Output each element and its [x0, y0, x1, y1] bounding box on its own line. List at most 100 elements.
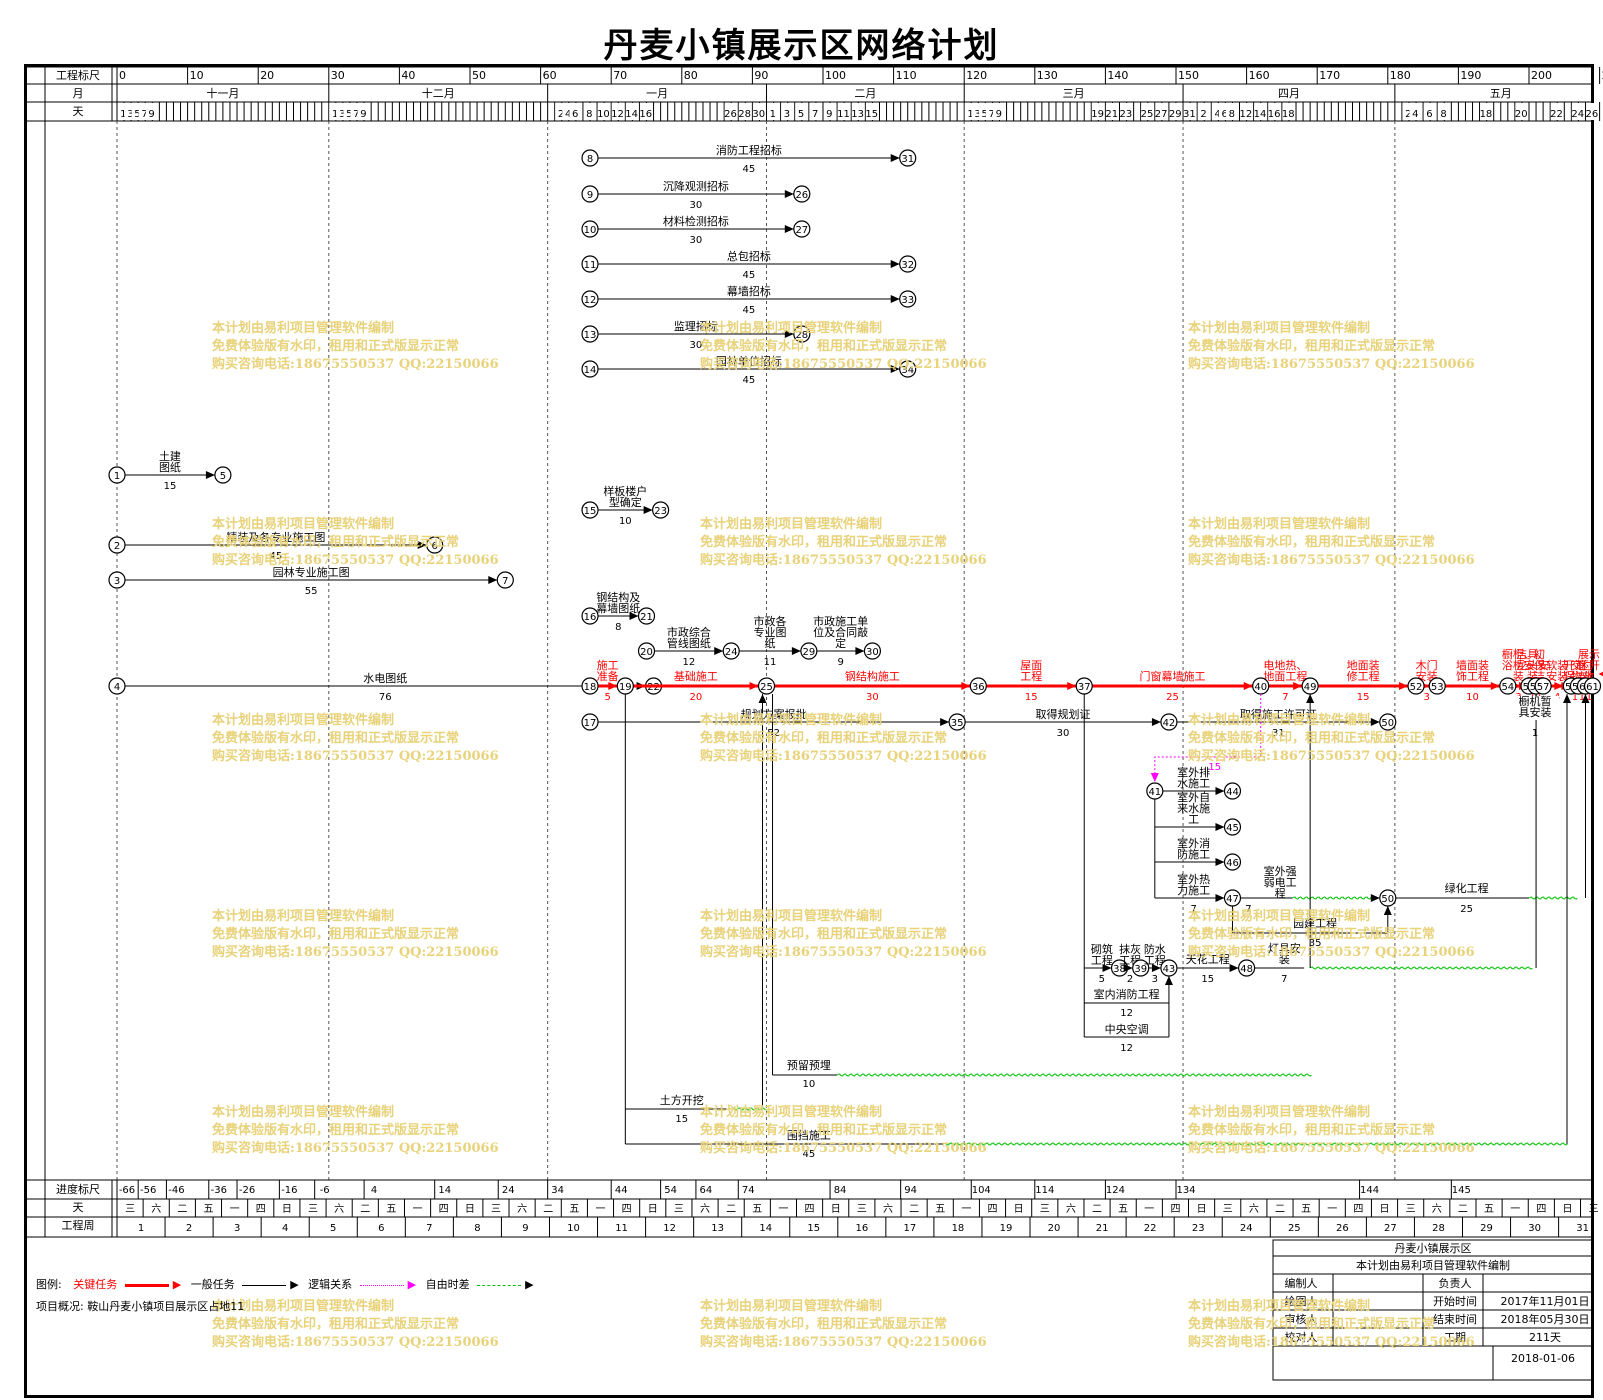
day-label-bg: [1480, 103, 1493, 120]
event-node-15-label: 15: [584, 506, 597, 517]
event-node-26-label: 26: [795, 190, 808, 201]
event-node-33-label: 33: [901, 295, 914, 306]
day-label-32: 7: [989, 109, 995, 120]
day-label-bg: [1571, 103, 1585, 120]
critical-node-57-label: 57: [1537, 682, 1550, 693]
logic-link-40-41: [1154, 694, 1262, 781]
week-label-9: 10: [567, 1223, 580, 1234]
activity-duration-5: 30: [690, 200, 703, 211]
critical-node-53: [1428, 677, 1446, 695]
day-label-bg: [738, 103, 752, 120]
critical-duration-6: 15: [1357, 692, 1370, 703]
week-label-24: 25: [1288, 1223, 1301, 1234]
progress-tick-label-7: 4: [371, 1185, 377, 1196]
weekday-label-34: 日: [1014, 1204, 1024, 1215]
event-node-45: [1223, 818, 1242, 836]
activity-label-tufang: 土方开挖: [660, 1093, 704, 1107]
activity-duration-weidang: 45: [803, 1149, 816, 1160]
logic-arrowhead-40-41: [1150, 773, 1159, 782]
critical-label-4: 门窗幕墙施工: [1139, 669, 1205, 683]
day-label-bg: [1120, 103, 1133, 120]
activity-label-14: 市政各专业图纸: [754, 614, 787, 650]
day-label-4: 9: [148, 109, 154, 120]
critical-node-61: [1583, 677, 1602, 695]
scale-tick-label-15: 150: [1178, 69, 1199, 82]
progress-tick-label-16: 94: [904, 1185, 917, 1196]
progress-tick-label-12: 54: [664, 1185, 677, 1196]
legend-critical-line: [124, 1283, 169, 1287]
float-wave-tufang: [730, 1107, 768, 1111]
critical-duration-0: 5: [604, 692, 610, 703]
legend-logic-label: 逻辑关系: [308, 1278, 353, 1291]
event-node-27: [793, 220, 811, 238]
day-label-1: 3: [127, 109, 133, 120]
activity-duration-yuanjian: 35: [1309, 938, 1322, 949]
week-label-20: 21: [1096, 1223, 1109, 1234]
critical-node-25: [757, 677, 776, 695]
activity-duration-chuguiji: 1: [1532, 728, 1538, 739]
week-label-5: 6: [378, 1223, 384, 1234]
activity-duration-11: 10: [619, 516, 632, 527]
critical-label-3: 屋面工程: [1020, 659, 1042, 683]
progress-tick-label-0: -66: [119, 1185, 135, 1196]
scale-tick-label-19: 190: [1460, 69, 1481, 82]
branch-label-47: 室外热力施工: [1177, 872, 1210, 897]
event-node-50-lower-label: 50: [1381, 894, 1394, 905]
critical-duration-8: 10: [1466, 692, 1479, 703]
weekday-label-19: 四: [622, 1204, 632, 1215]
event-node-43-label: 43: [1163, 964, 1176, 975]
day-label-bg: [1169, 103, 1183, 120]
activity-duration-7: 45: [743, 270, 756, 281]
critical-label-10: 洁具、龙头安装: [1516, 648, 1549, 683]
scale-tick-label-16: 160: [1249, 69, 1270, 82]
event-node-9: [581, 185, 599, 203]
activity-label-16: 规划方案报批: [741, 707, 807, 721]
day-label-bg: [583, 103, 597, 120]
weekday-label-39: 一: [1144, 1204, 1154, 1215]
event-node-7-label: 7: [502, 576, 508, 587]
activity-duration-8: 45: [743, 305, 756, 316]
legend-critical-arrow-icon: ▶: [172, 1278, 182, 1291]
day-label-30: 3: [974, 109, 980, 120]
day-label-34: 19: [1091, 109, 1104, 120]
activity-label-chuguiji: 橱机暂具安装: [1519, 694, 1552, 719]
activity-label-qiangruo: 室外强弱电工程: [1264, 864, 1297, 900]
week-label-18: 19: [1000, 1223, 1013, 1234]
critical-arrowhead-57-58: [1554, 682, 1564, 690]
event-node-50: [1379, 713, 1397, 731]
day-label-21: 1: [770, 109, 776, 120]
weekday-label-16: 二: [543, 1204, 553, 1215]
info-key2-0: 负责人: [1439, 1276, 1472, 1290]
weekday-label-4: 一: [230, 1204, 240, 1215]
critical-duration-7: 3: [1423, 692, 1429, 703]
day-label-bg: [1550, 103, 1564, 120]
critical-node-37-label: 37: [1078, 682, 1091, 693]
progress-tick-label-6: -6: [320, 1185, 330, 1196]
event-node-2: [108, 536, 126, 554]
event-node-34-label: 34: [901, 365, 914, 376]
day-label-bg: [1141, 103, 1154, 120]
event-node-34: [899, 360, 917, 378]
event-node-20-label: 20: [640, 647, 653, 658]
event-node-32: [899, 255, 917, 273]
float-wave-yuliu: [836, 1073, 1312, 1077]
activity-duration-9: 30: [690, 340, 703, 351]
day-label-53: 18: [1480, 109, 1493, 120]
activity-arrowhead-12-33: [890, 295, 900, 303]
activity-label-8: 幕墙招标: [727, 284, 771, 298]
scale-tick-label-11: 110: [896, 69, 917, 82]
activity-arrowhead-10-27: [784, 225, 794, 233]
activity-duration-13: 12: [682, 657, 695, 668]
info-note: 本计划由易利项目管理软件编制: [1356, 1258, 1510, 1272]
branch-duration-47: 7: [1190, 904, 1196, 915]
weekday-label-20: 日: [648, 1204, 658, 1215]
scale-tick-label-5: 50: [472, 69, 486, 82]
activity-duration-yuliu: 10: [803, 1079, 816, 1090]
scale-tick-label-17: 170: [1319, 69, 1340, 82]
legend-critical-label: 关键任务: [73, 1278, 118, 1291]
critical-duration-15: 1: [1586, 692, 1592, 703]
month-label-4: 三月: [1063, 87, 1085, 100]
event-node-1: [108, 466, 126, 484]
chuguiji-bg: [1511, 696, 1559, 720]
week-label-28: 29: [1480, 1223, 1493, 1234]
